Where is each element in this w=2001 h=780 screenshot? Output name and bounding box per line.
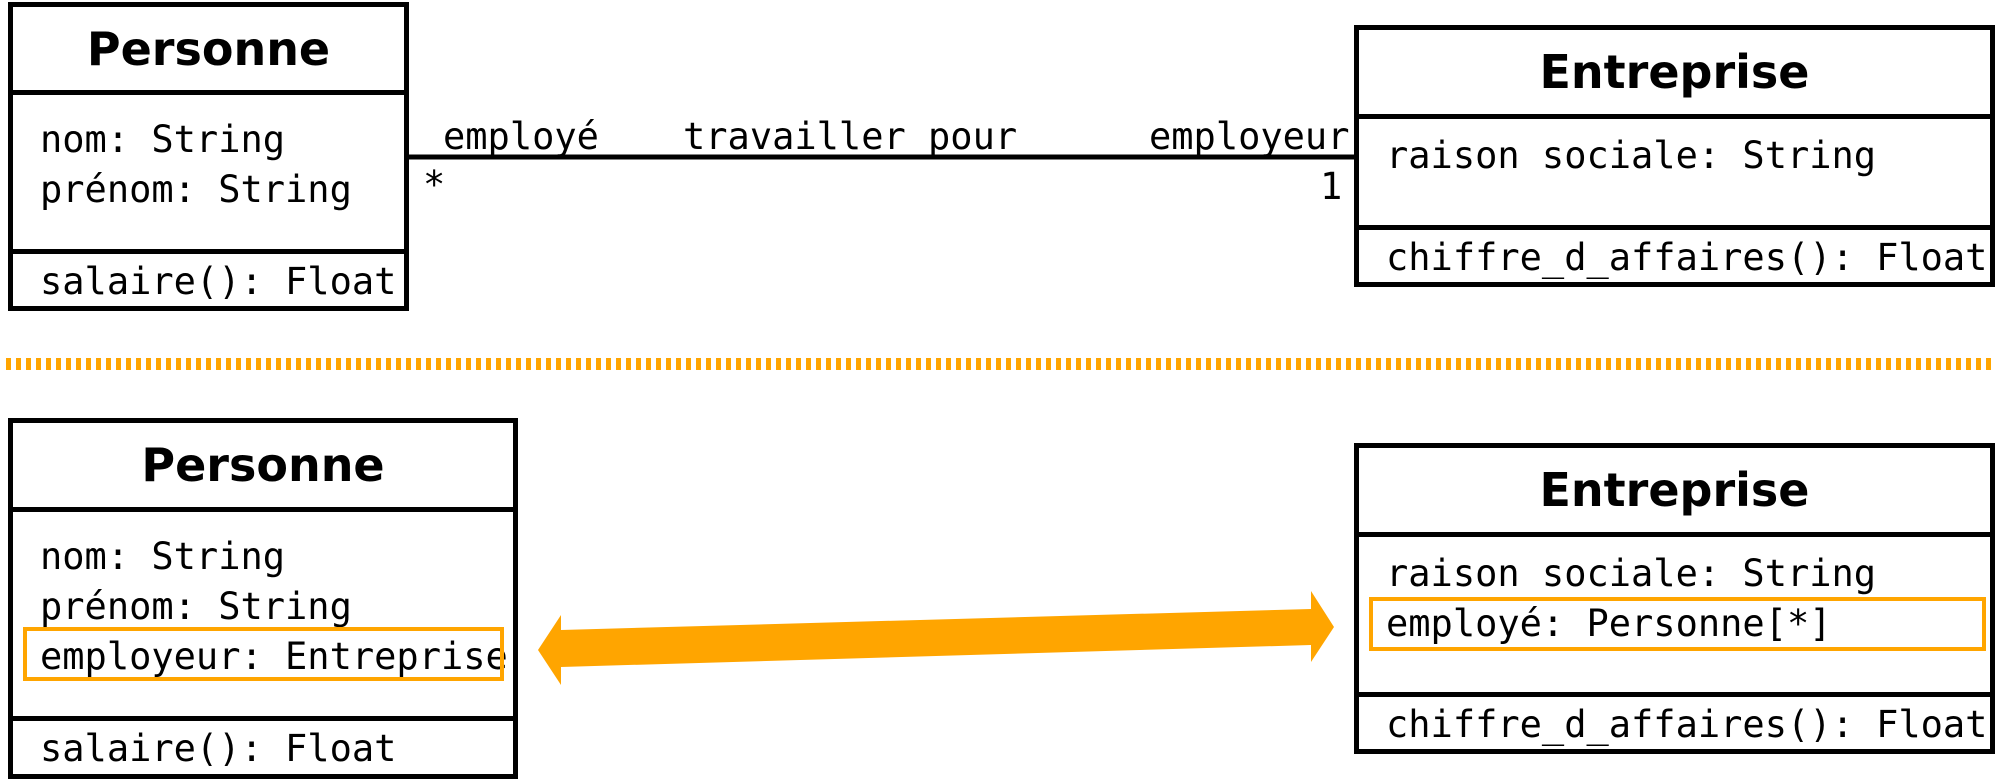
class-title: Entreprise: [1359, 30, 1990, 119]
class-title: Personne: [13, 423, 513, 512]
class-title: Entreprise: [1359, 448, 1990, 537]
attribute-prenom: prénom: String: [40, 168, 352, 211]
attribute-raison-sociale: raison sociale: String: [1386, 134, 1877, 177]
operation-salaire: salaire(): Float: [40, 260, 397, 303]
attribute-employe: employé: Personne[*]: [1386, 602, 1832, 645]
attribute-raison-sociale: raison sociale: String: [1386, 552, 1877, 595]
bidirectional-arrow: [538, 591, 1334, 685]
operation-salaire: salaire(): Float: [40, 727, 397, 770]
attribute-nom: nom: String: [40, 535, 286, 578]
attribute-nom: nom: String: [40, 118, 286, 161]
attributes-compartment: raison sociale: String: [1359, 119, 1990, 230]
attribute-prenom: prénom: String: [40, 585, 352, 628]
class-entreprise-top: Entreprise raison sociale: String chiffr…: [1354, 25, 1995, 287]
multiplicity-one: 1: [1320, 165, 1343, 208]
operation-chiffre-d-affaires: chiffre_d_affaires(): Float: [1386, 703, 1988, 746]
attributes-compartment: nom: String prénom: String: [13, 95, 404, 254]
separator-dotted-line: [6, 358, 1994, 370]
attributes-compartment: nom: String prénom: String employeur: En…: [13, 512, 513, 721]
highlight-employe: [1369, 597, 1986, 651]
operation-chiffre-d-affaires: chiffre_d_affaires(): Float: [1386, 236, 1988, 279]
highlight-employeur: [23, 627, 504, 681]
class-personne-top: Personne nom: String prénom: String sala…: [8, 2, 409, 311]
role-employeur: employeur: [1149, 115, 1350, 158]
class-entreprise-bottom: Entreprise raison sociale: String employ…: [1354, 443, 1995, 754]
multiplicity-many: *: [423, 163, 446, 206]
role-employe: employé: [443, 115, 599, 158]
attribute-employeur: employeur: Entreprise: [40, 635, 508, 678]
attributes-compartment: raison sociale: String employé: Personne…: [1359, 537, 1990, 697]
association-name: travailler pour: [683, 115, 1018, 158]
class-title: Personne: [13, 7, 404, 95]
class-personne-bottom: Personne nom: String prénom: String empl…: [8, 418, 518, 779]
